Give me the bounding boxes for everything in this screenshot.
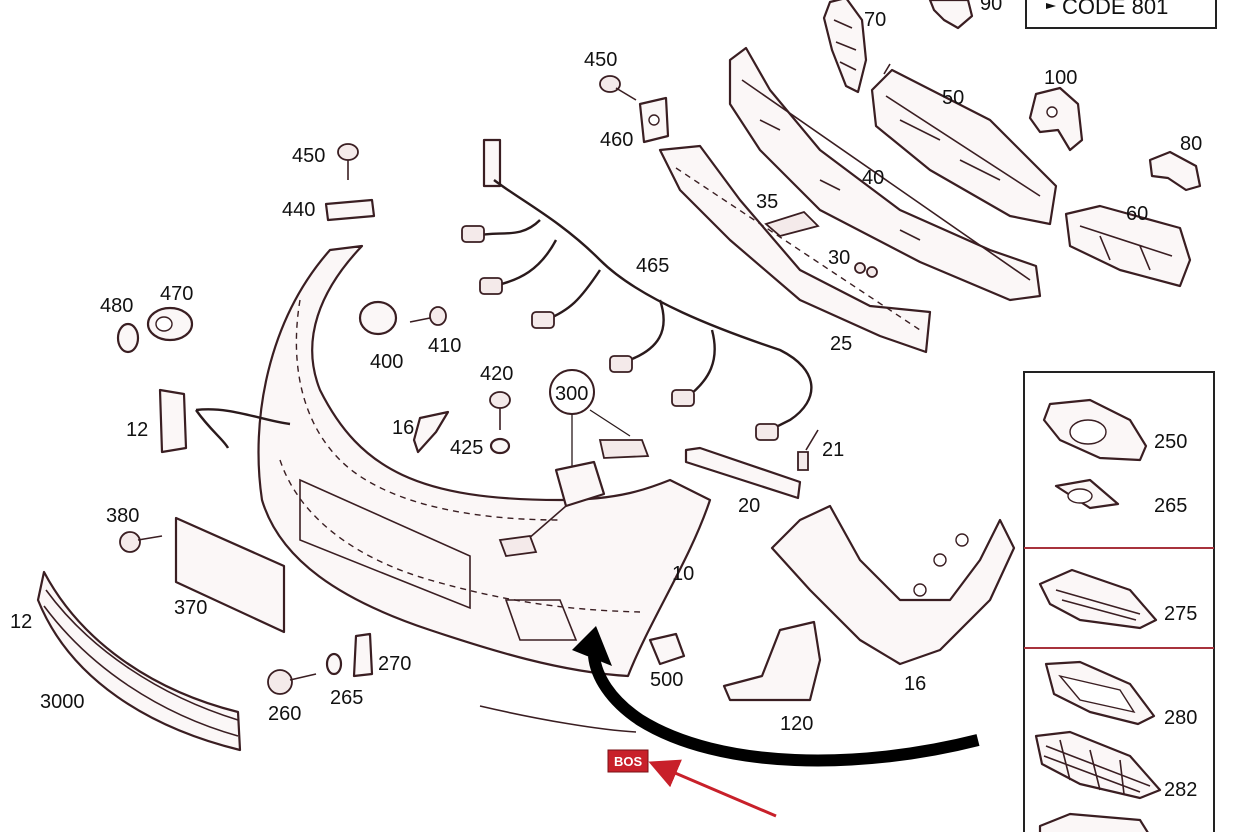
part-bottom-cut-off xyxy=(1038,812,1149,832)
svg-text:16: 16 xyxy=(392,417,414,439)
part-425-washer: 425 xyxy=(450,437,511,459)
part-265-gasket: 265 xyxy=(1054,478,1187,517)
svg-text:25: 25 xyxy=(830,333,852,355)
svg-text:450: 450 xyxy=(584,49,617,71)
svg-text:60: 60 xyxy=(1126,203,1148,225)
part-275-grille-insert: 275 xyxy=(1038,568,1197,630)
svg-text:40: 40 xyxy=(862,167,884,189)
part-16-bracket-right: 16 xyxy=(770,504,1016,695)
svg-text:370: 370 xyxy=(174,597,207,619)
svg-text:470: 470 xyxy=(160,283,193,305)
part-20-strip: 20 xyxy=(684,446,802,517)
part-250-fog-frame: 250 xyxy=(1042,398,1187,462)
svg-text:250: 250 xyxy=(1154,431,1187,453)
svg-text:265: 265 xyxy=(330,687,363,709)
svg-text:450: 450 xyxy=(292,145,325,167)
part-400-holder: 400 xyxy=(358,300,403,373)
svg-text:12: 12 xyxy=(126,419,148,441)
part-90-clip: 90 xyxy=(928,0,1002,30)
svg-text:16: 16 xyxy=(904,673,926,695)
part-300-callout: 300 xyxy=(498,369,650,557)
svg-text:380: 380 xyxy=(106,505,139,527)
part-10-bumper-cover: 10 xyxy=(257,244,712,678)
part-470-sensor: 470 xyxy=(146,283,193,342)
svg-text:500: 500 xyxy=(650,669,683,691)
part-70-bracket: 70 xyxy=(822,0,886,94)
part-80-clip: 80 xyxy=(1148,133,1202,192)
svg-text:260: 260 xyxy=(268,703,301,725)
svg-text:282: 282 xyxy=(1164,779,1197,801)
part-25-carrier: 25 xyxy=(658,144,932,355)
svg-text:70: 70 xyxy=(864,9,886,31)
svg-text:80: 80 xyxy=(1180,133,1202,155)
part-16-clip-left: 16 xyxy=(392,410,450,454)
svg-text:CODE 801: CODE 801 xyxy=(1062,0,1168,19)
code-801-box: CODE 801 xyxy=(1025,0,1217,29)
part-265-washer: 265 xyxy=(325,652,363,709)
svg-text:35: 35 xyxy=(756,191,778,213)
svg-text:400: 400 xyxy=(370,351,403,373)
part-370-plate: 370 xyxy=(174,516,286,634)
part-420-bolt: 420 xyxy=(480,363,513,430)
part-465-harness: 465 xyxy=(461,138,813,441)
svg-text:10: 10 xyxy=(672,563,694,585)
svg-text:50: 50 xyxy=(942,87,964,109)
part-282-mesh-insert: 282 xyxy=(1034,730,1197,801)
svg-text:100: 100 xyxy=(1044,67,1077,89)
part-500-clip: 500 xyxy=(648,632,686,691)
part-260-bolt: 260 xyxy=(267,669,317,725)
svg-text:420: 420 xyxy=(480,363,513,385)
svg-text:270: 270 xyxy=(378,653,411,675)
svg-text:300: 300 xyxy=(555,383,588,405)
svg-text:30: 30 xyxy=(828,247,850,269)
svg-text:12: 12 xyxy=(10,611,32,633)
svg-text:90: 90 xyxy=(980,0,1002,15)
part-30-clips: 30 xyxy=(828,247,878,278)
svg-text:425: 425 xyxy=(450,437,483,459)
part-bumper-lower-strip xyxy=(479,705,637,733)
part-12-sensor-bracket: 12 xyxy=(126,388,291,454)
part-35-pad: 35 xyxy=(756,191,820,237)
part-440-nut: 440 xyxy=(282,198,376,222)
part-60-absorber: 60 xyxy=(1064,203,1192,288)
part-450-bolt-top: 450 xyxy=(584,49,637,101)
svg-text:265: 265 xyxy=(1154,495,1187,517)
part-410-bolt: 410 xyxy=(409,306,461,357)
part-480-ring: 480 xyxy=(100,295,140,354)
bos-tag: BOS xyxy=(607,749,777,818)
part-460-plate: 460 xyxy=(600,96,670,151)
part-40-bracket: 40 xyxy=(728,46,1042,302)
svg-text:21: 21 xyxy=(822,439,844,461)
svg-text:BOS: BOS xyxy=(614,754,643,769)
part-3000-grille: 3000 12 xyxy=(10,570,242,752)
svg-text:275: 275 xyxy=(1164,603,1197,625)
svg-text:460: 460 xyxy=(600,129,633,151)
svg-text:440: 440 xyxy=(282,199,315,221)
part-100-bracket: 100 xyxy=(1028,67,1084,152)
pointer-arrow xyxy=(572,626,980,767)
svg-text:3000: 3000 xyxy=(40,691,85,713)
part-50-absorber: 50 xyxy=(870,63,1058,226)
svg-text:465: 465 xyxy=(636,255,669,277)
svg-text:20: 20 xyxy=(738,495,760,517)
svg-text:410: 410 xyxy=(428,335,461,357)
part-21-pin: 21 xyxy=(797,429,844,471)
part-270-clip: 270 xyxy=(352,632,411,678)
part-280-frame: 280 xyxy=(1044,660,1197,729)
svg-text:280: 280 xyxy=(1164,707,1197,729)
part-120-liner: 120 xyxy=(722,620,822,735)
part-450-bolt-left: 450 xyxy=(292,143,359,180)
svg-text:480: 480 xyxy=(100,295,133,317)
svg-text:120: 120 xyxy=(780,713,813,735)
part-380-bolt: 380 xyxy=(106,505,163,553)
